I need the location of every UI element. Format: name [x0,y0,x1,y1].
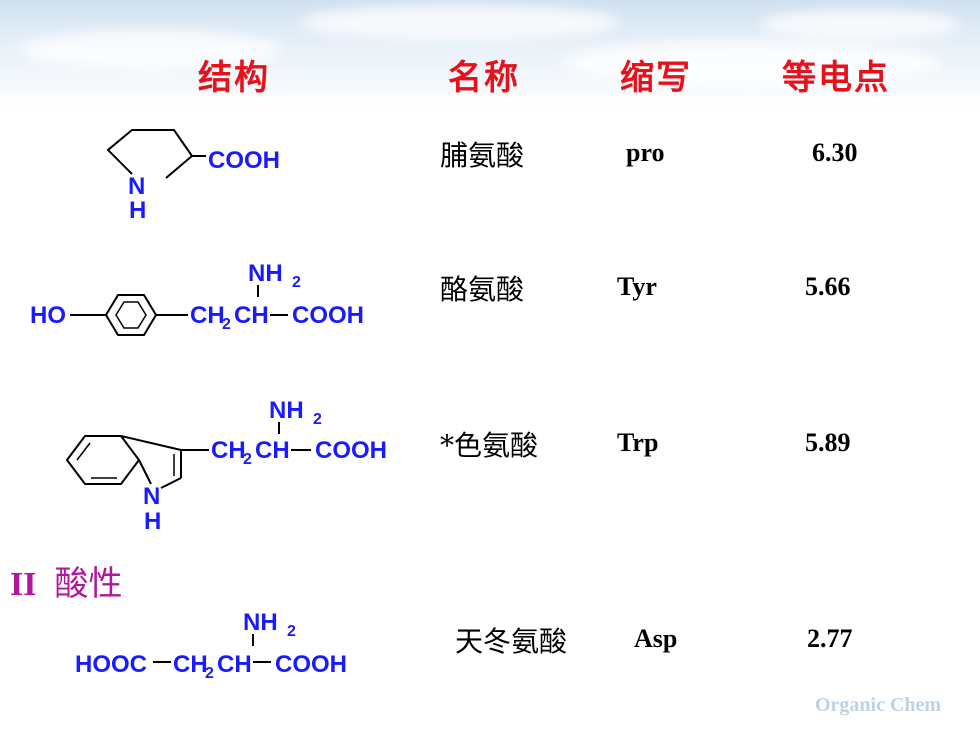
tryptophan-nh: NH [269,397,304,424]
aspartic-ch2-sub: 2 [205,665,214,682]
aspartic-ch: CH [217,651,252,678]
sky-background [0,0,980,110]
section-number: II [10,566,37,603]
tryptophan-ch2: CH [211,437,246,464]
proline-structure: COOH N H [106,129,280,224]
tryptophan-structure: NH 2 CH 2 CH COOH N H [65,397,387,535]
tyrosine-ho: HO [30,302,66,329]
tryptophan-ch2-sub: 2 [243,451,252,468]
section-heading-acidic: II 酸性 [10,556,122,605]
section-label: 酸性 [54,564,123,604]
name-tryptophan: *色氨酸 [440,429,539,462]
pi-proline: 6.30 [812,138,858,167]
proline-cooh: COOH [208,147,280,174]
tryptophan-cooh: COOH [315,437,387,464]
name-aspartic-acid: 天冬氨酸 [455,625,568,658]
proline-h: H [129,197,146,224]
aspartic-cooh: COOH [275,651,347,678]
name-proline: 脯氨酸 [440,139,525,172]
footer-watermark: Organic Chem [815,694,942,716]
header-abbreviation: 缩写 [620,58,692,98]
aspartic-acid-structure: NH 2 HOOC CH 2 CH COOH [75,609,347,682]
aspartic-hooc: HOOC [75,651,147,678]
tyrosine-cooh: COOH [292,302,364,329]
tryptophan-nh-sub: 2 [313,411,322,428]
tyrosine-nh-sub: 2 [292,274,301,291]
tyrosine-nh: NH [248,260,283,287]
abbr-aspartic-acid: Asp [634,624,678,653]
abbr-proline: pro [626,138,665,167]
pi-tyrosine: 5.66 [805,272,851,301]
abbr-tyrosine: Tyr [617,272,657,301]
aspartic-nh-sub: 2 [287,623,296,640]
pi-aspartic-acid: 2.77 [807,624,853,653]
name-tyrosine: 酪氨酸 [440,273,525,306]
aspartic-ch2: CH [173,651,208,678]
tryptophan-n: N [143,483,160,510]
header-structure: 结构 [198,58,270,98]
tyrosine-ch2: CH [190,302,225,329]
tryptophan-ch: CH [255,437,290,464]
tryptophan-h: H [144,508,161,535]
header-isoelectric-point: 等电点 [782,58,890,98]
proline-n: N [128,173,145,200]
abbr-tryptophan: Trp [617,428,659,457]
tyrosine-structure: NH 2 HO CH 2 CH COOH [30,260,364,336]
tyrosine-ch: CH [234,302,269,329]
aspartic-nh: NH [243,609,278,636]
pi-tryptophan: 5.89 [805,428,851,457]
tyrosine-ch2-sub: 2 [222,316,231,333]
header-name: 名称 [448,58,520,98]
